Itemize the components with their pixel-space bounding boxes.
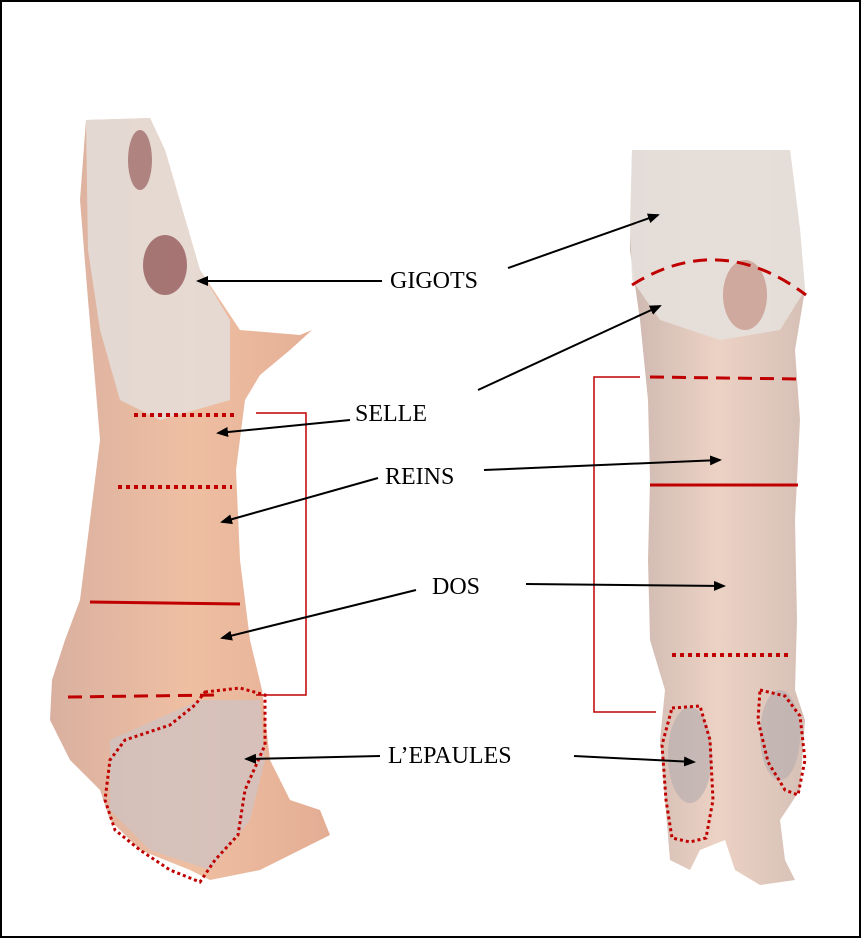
arrow-reins-left: [222, 478, 378, 522]
label-dos: DOS: [432, 574, 480, 600]
left-leg-meat: [143, 235, 187, 295]
left-dos-solid-line: [90, 602, 240, 604]
left-bracket: [256, 413, 306, 695]
label-epaules: L’EPAULES: [388, 743, 512, 769]
left-carcass: [50, 118, 330, 880]
right-bracket: [594, 377, 656, 712]
label-gigots: GIGOTS: [390, 268, 478, 294]
label-reins: REINS: [385, 464, 454, 490]
right-leg-area: [630, 150, 805, 340]
right-shoulder-right: [760, 690, 800, 780]
left-leg-meat-2: [128, 130, 152, 190]
arrow-dos-left: [222, 590, 416, 638]
label-selle: SELLE: [355, 401, 427, 427]
